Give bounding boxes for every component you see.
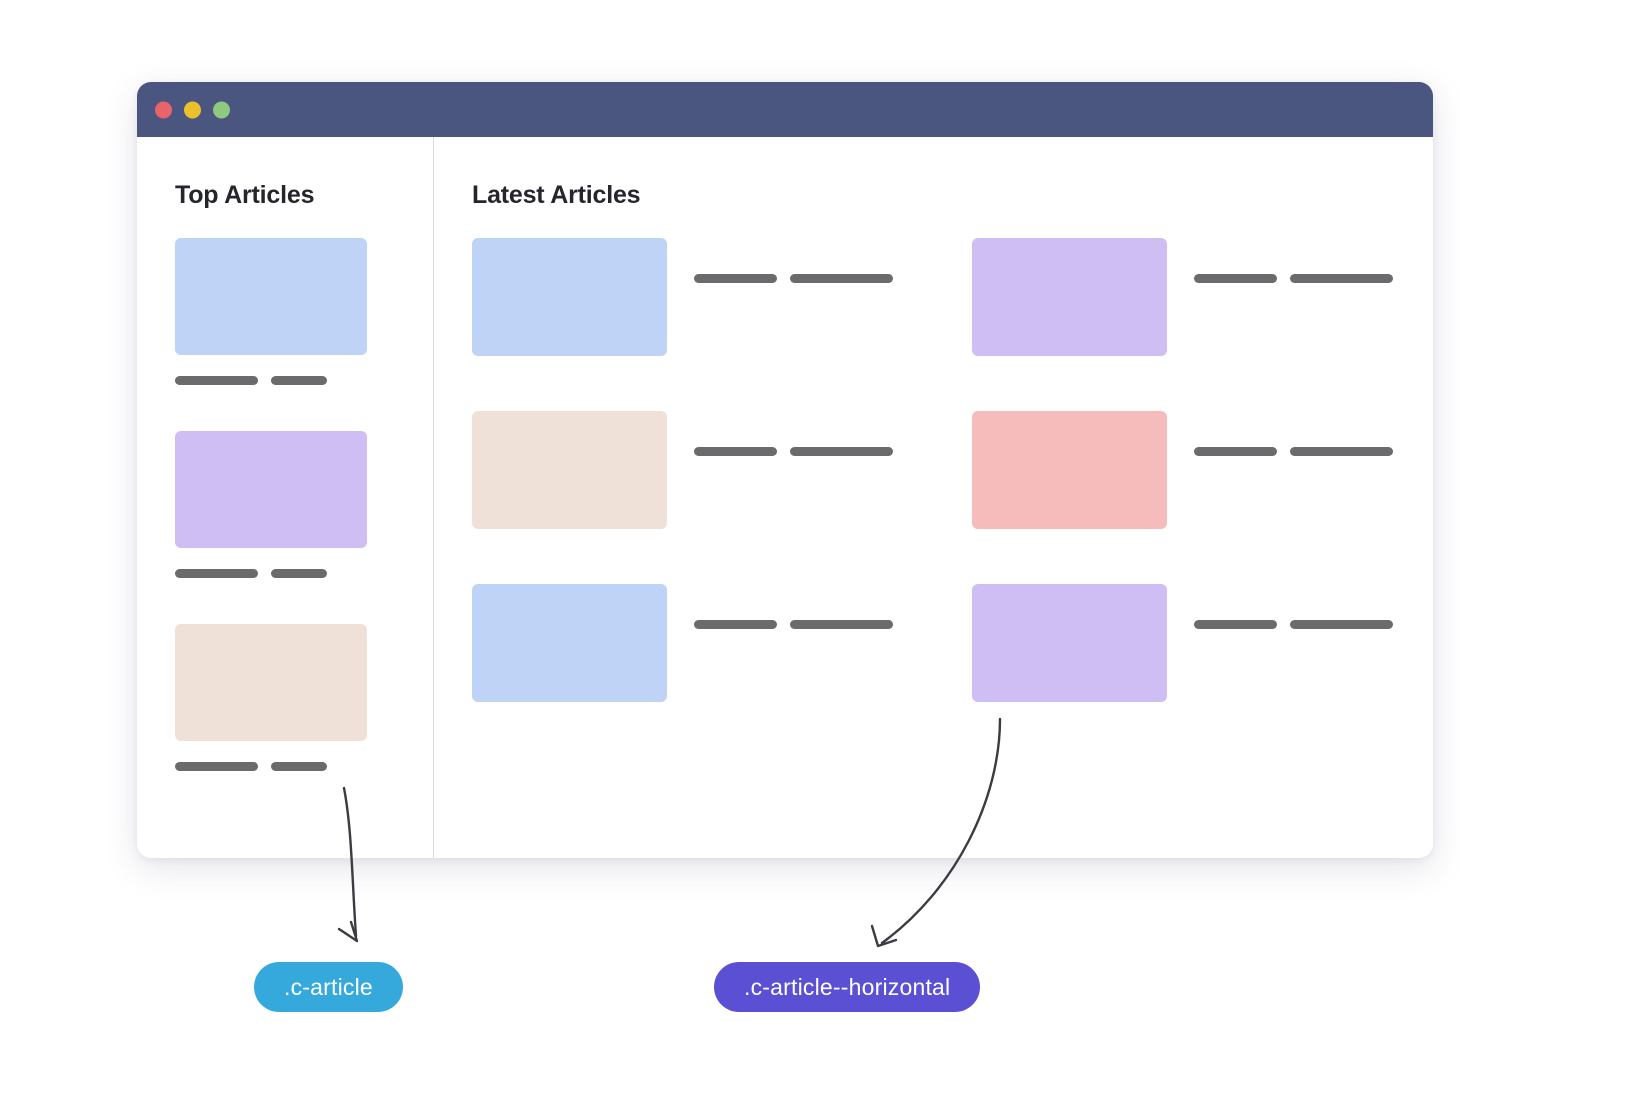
article-card[interactable] xyxy=(175,238,367,397)
title-bar-secondary xyxy=(1290,447,1393,456)
article-thumbnail xyxy=(472,584,667,702)
annotation-pill-article[interactable]: .c-article xyxy=(254,962,403,1012)
title-bar-primary xyxy=(1194,620,1277,629)
arrow-head-article xyxy=(337,920,359,943)
article-card-horizontal[interactable] xyxy=(972,584,1433,757)
title-bar-primary xyxy=(175,376,258,385)
title-bar-secondary xyxy=(790,447,893,456)
title-bar-primary xyxy=(694,274,777,283)
title-bar-primary xyxy=(694,447,777,456)
article-title-lines xyxy=(1194,447,1393,456)
title-bar-primary xyxy=(175,569,258,578)
article-thumbnail xyxy=(472,411,667,529)
article-card-horizontal[interactable] xyxy=(472,238,972,411)
article-card[interactable] xyxy=(175,624,367,783)
article-card[interactable] xyxy=(175,431,367,590)
article-card-horizontal[interactable] xyxy=(472,411,972,584)
minimize-button[interactable] xyxy=(184,101,201,118)
article-text-placeholder xyxy=(1194,238,1393,295)
article-card-horizontal[interactable] xyxy=(472,584,972,757)
arrow-head-article-horizontal xyxy=(870,924,898,948)
article-thumbnail xyxy=(175,238,367,355)
title-bar-primary xyxy=(694,620,777,629)
latest-articles-title: Latest Articles xyxy=(472,181,641,209)
article-thumbnail xyxy=(175,431,367,548)
article-text-placeholder xyxy=(175,569,367,578)
article-text-placeholder xyxy=(175,762,367,771)
article-text-placeholder xyxy=(694,411,893,468)
title-bar-secondary xyxy=(1290,274,1393,283)
title-bar-primary xyxy=(175,762,258,771)
title-bar-primary xyxy=(1194,274,1277,283)
latest-articles-grid xyxy=(472,238,1433,757)
article-text-placeholder xyxy=(694,238,893,295)
title-bar-secondary xyxy=(271,376,327,385)
close-button[interactable] xyxy=(155,101,172,118)
article-text-placeholder xyxy=(1194,411,1393,468)
article-text-placeholder xyxy=(175,376,367,385)
article-title-lines xyxy=(694,447,893,456)
article-card-horizontal[interactable] xyxy=(972,411,1433,584)
title-bar-secondary xyxy=(271,569,327,578)
latest-articles-column: Latest Articles xyxy=(434,137,1433,858)
window-titlebar xyxy=(137,82,1433,137)
article-thumbnail xyxy=(175,624,367,741)
article-title-lines xyxy=(175,569,367,578)
article-title-lines xyxy=(175,762,367,771)
annotation-pill-article-horizontal[interactable]: .c-article--horizontal xyxy=(714,962,981,1012)
article-card-horizontal[interactable] xyxy=(972,238,1433,411)
top-articles-list xyxy=(175,238,433,783)
title-bar-secondary xyxy=(271,762,327,771)
column-divider xyxy=(433,137,434,858)
article-title-lines xyxy=(1194,620,1393,629)
article-title-lines xyxy=(694,274,893,283)
top-articles-title: Top Articles xyxy=(175,181,315,209)
top-articles-column: Top Articles xyxy=(137,137,433,858)
article-thumbnail xyxy=(972,238,1167,356)
title-bar-secondary xyxy=(790,274,893,283)
article-text-placeholder xyxy=(694,584,893,641)
window-content: Top Articles xyxy=(137,137,1433,858)
article-text-placeholder xyxy=(1194,584,1393,641)
browser-window-mockup: Top Articles xyxy=(137,82,1433,858)
article-title-lines xyxy=(175,376,367,385)
article-thumbnail xyxy=(472,238,667,356)
maximize-button[interactable] xyxy=(213,101,230,118)
article-thumbnail xyxy=(972,584,1167,702)
title-bar-primary xyxy=(1194,447,1277,456)
window-controls xyxy=(155,101,230,118)
article-title-lines xyxy=(694,620,893,629)
title-bar-secondary xyxy=(790,620,893,629)
title-bar-secondary xyxy=(1290,620,1393,629)
article-thumbnail xyxy=(972,411,1167,529)
article-title-lines xyxy=(1194,274,1393,283)
